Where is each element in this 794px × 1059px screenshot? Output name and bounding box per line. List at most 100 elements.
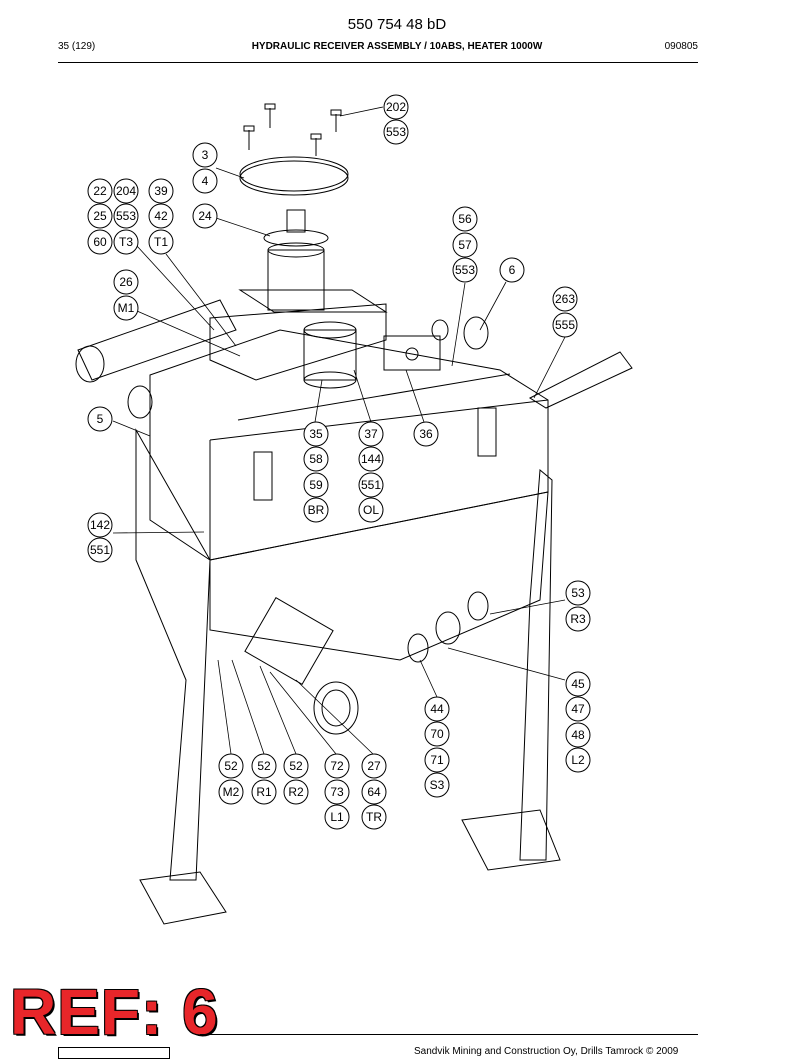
svg-text:T1: T1 [154, 235, 168, 249]
callout-26: 26 [113, 269, 139, 295]
callout-S3: S3 [424, 772, 450, 798]
callout-551: 551 [87, 537, 113, 563]
callout-47: 47 [565, 696, 591, 722]
callout-T3: T3 [113, 229, 139, 255]
callout-263: 263 [552, 286, 578, 312]
callout-L1: L1 [324, 804, 350, 830]
svg-text:47: 47 [571, 702, 585, 716]
svg-text:551: 551 [90, 543, 110, 557]
callout-56: 56 [452, 206, 478, 232]
svg-text:60: 60 [93, 235, 107, 249]
callout-35: 35 [303, 421, 329, 447]
svg-text:70: 70 [430, 727, 444, 741]
callout-204: 204 [113, 178, 139, 204]
svg-text:OL: OL [363, 503, 379, 517]
callout-144: 144 [358, 446, 384, 472]
svg-text:58: 58 [309, 452, 323, 466]
svg-text:53: 53 [571, 586, 585, 600]
svg-text:48: 48 [571, 728, 585, 742]
svg-text:45: 45 [571, 677, 585, 691]
footer-copyright: Sandvik Mining and Construction Oy, Dril… [414, 1046, 679, 1057]
svg-text:36: 36 [419, 427, 433, 441]
callout-64: 64 [361, 779, 387, 805]
callout-553: 553 [113, 203, 139, 229]
svg-text:R2: R2 [288, 785, 304, 799]
drawing-lines [75, 103, 633, 925]
callout-T1: T1 [148, 229, 174, 255]
callout-553: 553 [452, 257, 478, 283]
svg-text:144: 144 [361, 452, 381, 466]
svg-text:R3: R3 [570, 612, 586, 626]
svg-text:42: 42 [154, 209, 168, 223]
callout-BR: BR [303, 497, 329, 523]
callout-R3: R3 [565, 606, 591, 632]
svg-text:52: 52 [257, 759, 271, 773]
svg-text:6: 6 [509, 263, 516, 277]
callout-OL: OL [358, 497, 384, 523]
callout-39: 39 [148, 178, 174, 204]
svg-text:56: 56 [458, 212, 472, 226]
document-title: HYDRAULIC RECEIVER ASSEMBLY / 10ABS, HEA… [251, 41, 543, 52]
callout-3: 3 [192, 142, 218, 168]
svg-text:553: 553 [455, 263, 475, 277]
callout-555: 555 [552, 312, 578, 338]
callout-R1: R1 [251, 779, 277, 805]
svg-text:27: 27 [367, 759, 381, 773]
svg-text:37: 37 [364, 427, 378, 441]
left-leg [135, 428, 211, 881]
callout-balloons: 202 553 3 4 22 204 39 25 553 42 60 T3 T1… [87, 94, 591, 830]
tank-body [149, 329, 549, 561]
svg-text:204: 204 [116, 184, 136, 198]
callout-TR: TR [361, 804, 387, 830]
callout-53: 53 [565, 580, 591, 606]
callout-22: 22 [87, 178, 113, 204]
callout-202: 202 [383, 94, 409, 120]
svg-text:M2: M2 [223, 785, 240, 799]
svg-text:142: 142 [90, 518, 110, 532]
svg-text:52: 52 [224, 759, 238, 773]
svg-text:57: 57 [458, 238, 472, 252]
svg-text:3: 3 [202, 148, 209, 162]
callout-5: 5 [87, 406, 113, 432]
callout-M1: M1 [113, 295, 139, 321]
svg-text:26: 26 [119, 275, 133, 289]
header-rule [58, 62, 698, 63]
svg-text:202: 202 [386, 100, 406, 114]
svg-text:551: 551 [361, 478, 381, 492]
svg-text:71: 71 [430, 753, 444, 767]
right-leg [519, 468, 553, 861]
callout-72: 72 [324, 753, 350, 779]
callout-52: 52 [283, 753, 309, 779]
date-code: 090805 [664, 41, 698, 52]
callout-45: 45 [565, 671, 591, 697]
svg-text:553: 553 [386, 125, 406, 139]
callout-71: 71 [424, 747, 450, 773]
svg-text:72: 72 [330, 759, 344, 773]
page-reference: 35 (129) [58, 41, 96, 52]
leader-lines [112, 106, 566, 755]
svg-text:L1: L1 [330, 810, 344, 824]
callout-36: 36 [413, 421, 439, 447]
svg-text:T3: T3 [119, 235, 133, 249]
callout-52: 52 [251, 753, 277, 779]
callout-73: 73 [324, 779, 350, 805]
callout-70: 70 [424, 721, 450, 747]
callout-553: 553 [383, 119, 409, 145]
callout-4: 4 [192, 168, 218, 194]
callout-551: 551 [358, 472, 384, 498]
svg-text:24: 24 [198, 209, 212, 223]
callout-52: 52 [218, 753, 244, 779]
callout-25: 25 [87, 203, 113, 229]
callout-44: 44 [424, 696, 450, 722]
svg-text:39: 39 [154, 184, 168, 198]
document-number: 550 754 48 bD [347, 16, 447, 33]
svg-text:S3: S3 [430, 778, 445, 792]
callout-24: 24 [192, 203, 218, 229]
svg-text:L2: L2 [571, 753, 585, 767]
svg-text:5: 5 [97, 412, 104, 426]
callout-L2: L2 [565, 747, 591, 773]
svg-text:553: 553 [116, 209, 136, 223]
svg-text:44: 44 [430, 702, 444, 716]
callout-60: 60 [87, 229, 113, 255]
